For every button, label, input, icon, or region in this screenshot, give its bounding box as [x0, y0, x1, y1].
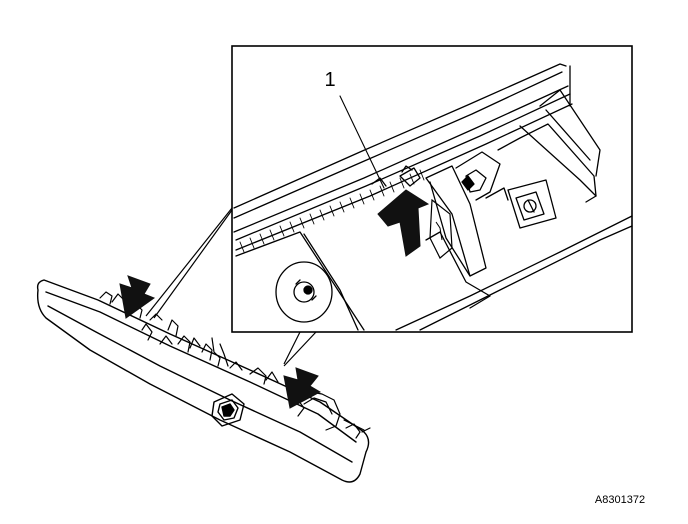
handle-trim-edge: [47, 305, 353, 463]
seal-channel-top: [233, 63, 567, 209]
handle-trim-rim: [45, 291, 357, 443]
grommet: [275, 261, 333, 323]
seal-hatching: [239, 169, 425, 253]
lock-housing: [211, 393, 245, 427]
bracket-structure: [371, 89, 601, 309]
arrow-right-clip: [283, 367, 322, 409]
handle-trim-outline: [36, 279, 370, 483]
detail-leader-lines: [145, 207, 317, 367]
callout-leader: [339, 95, 385, 189]
figure-code: A8301372: [595, 494, 645, 506]
arrow-left-clip: [119, 275, 156, 319]
callout-number: 1: [324, 69, 335, 91]
arrow-detail-up: [377, 189, 453, 259]
detail-view: 1: [231, 45, 633, 333]
